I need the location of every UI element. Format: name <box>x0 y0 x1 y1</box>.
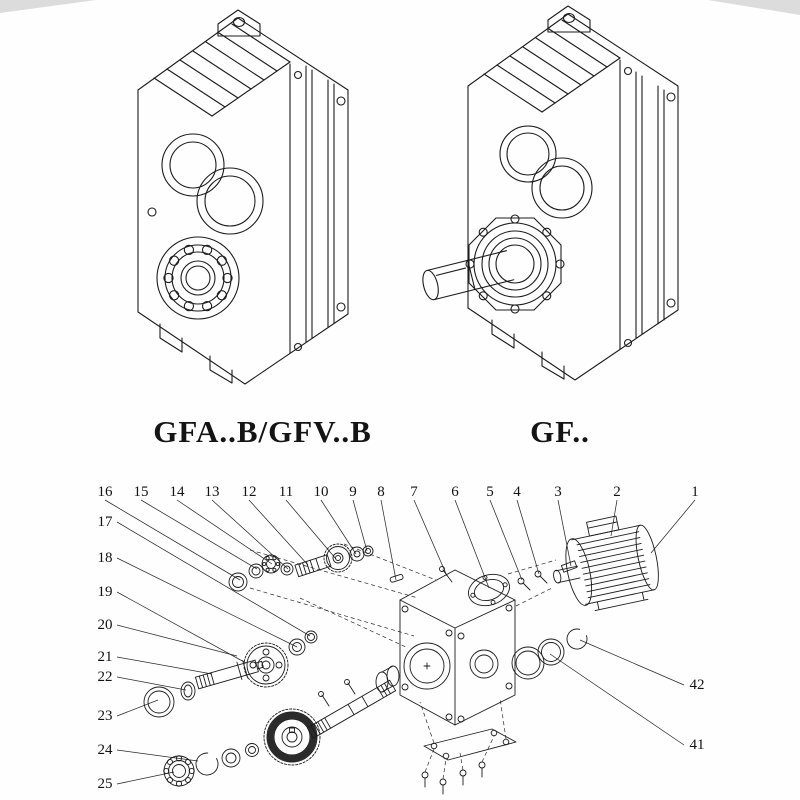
callout-1: 1 <box>691 484 699 500</box>
callout-20: 20 <box>98 617 113 633</box>
callout-22: 22 <box>98 669 113 685</box>
page-edge-shadow-right <box>708 0 800 15</box>
callout-11: 11 <box>279 484 293 500</box>
callout-9: 9 <box>349 484 357 500</box>
callout-21: 21 <box>98 649 113 665</box>
gfab-housing <box>137 9 349 385</box>
gearbox-drawing-gf <box>422 5 679 381</box>
output-side-rings <box>511 628 588 680</box>
motor-flange-parts <box>468 560 578 607</box>
callout-10: 10 <box>314 484 329 500</box>
callout-17: 17 <box>98 514 114 530</box>
callout-4: 4 <box>513 484 521 500</box>
cover-gasket-and-bolts <box>421 728 517 795</box>
callout-8: 8 <box>377 484 385 500</box>
intermediate-gear-parts <box>143 630 318 718</box>
exploded-parts-diagram: 16 15 14 13 12 11 10 9 8 7 6 5 4 3 2 1 1… <box>98 484 705 795</box>
gearbox-drawing-gfab <box>137 9 349 385</box>
callout-19: 19 <box>98 584 113 600</box>
callout-41: 41 <box>690 737 705 753</box>
model-label-gf: GF.. <box>530 414 590 449</box>
electric-motor <box>553 515 659 611</box>
callout-15: 15 <box>134 484 149 500</box>
callout-5: 5 <box>486 484 494 500</box>
page-edge-shadow-left <box>0 0 96 13</box>
callout-25: 25 <box>98 776 113 792</box>
callout-2: 2 <box>613 484 621 500</box>
callout-24: 24 <box>98 742 114 758</box>
gf-housing <box>422 5 679 381</box>
callout-numbers: 16 15 14 13 12 11 10 9 8 7 6 5 4 3 2 1 1… <box>98 484 705 792</box>
callout-42: 42 <box>690 677 705 693</box>
model-label-gfab: GFA..B/GFV..B <box>153 414 372 449</box>
gearbox-housing <box>399 569 516 726</box>
callout-13: 13 <box>205 484 220 500</box>
callout-6: 6 <box>451 484 459 500</box>
callout-23: 23 <box>98 708 113 724</box>
callout-12: 12 <box>242 484 257 500</box>
callout-16: 16 <box>98 484 114 500</box>
callout-18: 18 <box>98 550 113 566</box>
gf-output-shaft <box>422 250 515 301</box>
callout-7: 7 <box>410 484 418 500</box>
input-shaft-parts <box>228 543 453 592</box>
callout-3: 3 <box>554 484 562 500</box>
callout-14: 14 <box>170 484 186 500</box>
output-gear-parts <box>163 665 400 787</box>
